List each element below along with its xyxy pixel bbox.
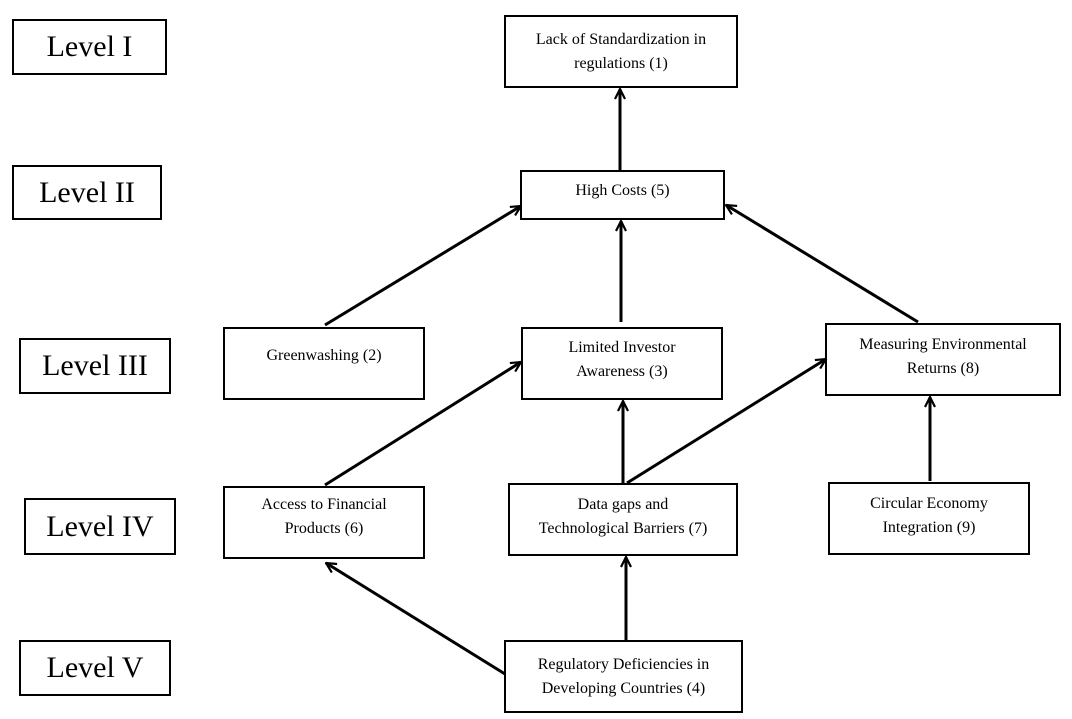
node-4-line-2: Developing Countries (4) xyxy=(541,679,706,697)
node-8-line-1: Measuring Environmental xyxy=(859,335,1027,353)
node-5-line-1: High Costs (5) xyxy=(575,182,670,199)
arrow-7-to-8 xyxy=(626,359,826,485)
node-7-line-2: Technological Barriers (7) xyxy=(538,519,708,537)
node-2-line-1: Greenwashing (2) xyxy=(266,346,382,364)
arrow-2-to-5 xyxy=(324,204,521,327)
node-4-regulatory-deficiencies: Regulatory Deficiencies in Developing Cou… xyxy=(504,640,743,713)
node-8-line-2: Returns (8) xyxy=(906,359,980,377)
level-1-label: Level I xyxy=(12,19,167,75)
node-2-greenwashing: Greenwashing (2) xyxy=(223,327,425,400)
node-9-line-1: Circular Economy xyxy=(870,494,988,512)
arrow-6-to-3 xyxy=(324,362,521,487)
node-3-line-1: Limited Investor xyxy=(568,338,676,356)
node-5-high-costs: High Costs (5) xyxy=(520,170,725,220)
level-4-label: Level IV xyxy=(24,498,176,555)
arrow-4-to-6 xyxy=(326,563,506,676)
node-7-line-1: Data gaps and xyxy=(577,495,669,513)
node-1-line-2: regulations (1) xyxy=(574,54,668,72)
level-5-label: Level V xyxy=(19,640,171,696)
node-6-line-1: Access to Financial xyxy=(261,495,387,513)
node-4-line-1: Regulatory Deficiencies in xyxy=(537,655,710,673)
node-9-line-2: Integration (9) xyxy=(882,518,976,536)
node-3-line-2: Awareness (3) xyxy=(576,362,668,380)
node-1-lack-of-standardization: Lack of Standardization in regulations (1… xyxy=(504,15,738,88)
node-6-line-2: Products (6) xyxy=(284,519,364,537)
level-2-label: Level II xyxy=(12,165,162,220)
arrow-8-to-5 xyxy=(726,203,919,324)
level-3-label: Level III xyxy=(19,338,171,394)
node-1-line-1: Lack of Standardization in xyxy=(535,30,707,48)
